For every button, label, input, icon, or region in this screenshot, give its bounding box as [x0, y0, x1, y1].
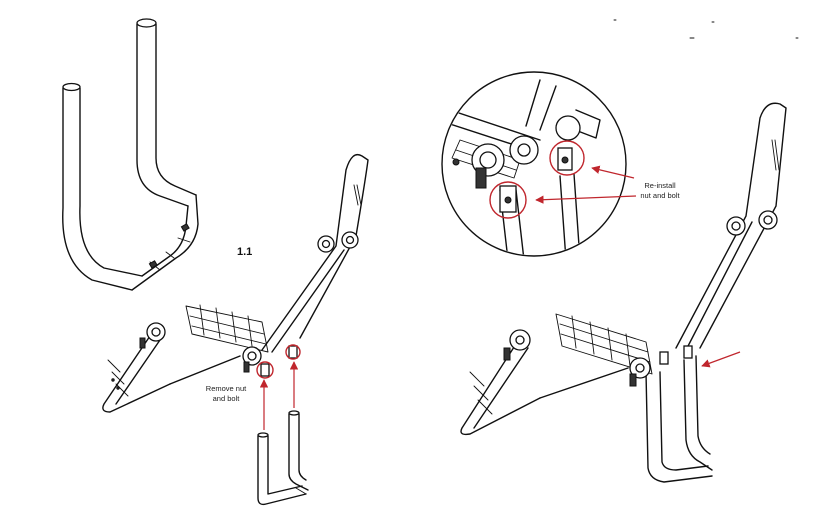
- bolt-highlight-circle: [549, 140, 585, 176]
- scan-marks: [613, 19, 799, 39]
- location-arrow: [701, 351, 741, 368]
- stroller-frame-left: [102, 153, 369, 413]
- bolt-highlight-circle: [489, 181, 527, 219]
- bolt-highlight-circle: [285, 344, 301, 360]
- left-figure: 1.1: [62, 18, 369, 506]
- detail-circle: [441, 71, 627, 257]
- reinstall-arrow: [535, 195, 637, 204]
- step-number: 1.1: [237, 246, 252, 258]
- right-figure: Re-install nut and bolt: [441, 71, 787, 483]
- reinstall-arrow: [591, 165, 635, 179]
- remove-label: and bolt: [213, 394, 241, 403]
- stroller-frame-right: [460, 102, 787, 483]
- reinstall-label: Re-install: [644, 181, 676, 190]
- reinstall-label: nut and bolt: [640, 191, 680, 200]
- handlebar-part: [62, 18, 199, 291]
- remove-label: Remove nut: [206, 384, 247, 393]
- bolt-highlight-circle: [256, 361, 274, 379]
- lower-tube-part: [257, 410, 309, 506]
